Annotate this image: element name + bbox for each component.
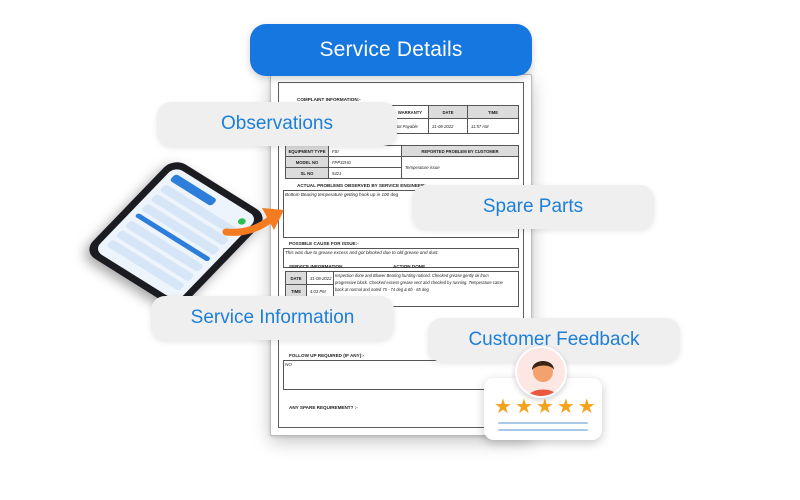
service-details-title: Service Details <box>250 24 532 76</box>
star-icon: ★ <box>514 394 533 418</box>
time-header: TIME <box>467 105 519 119</box>
service-information-pill: Service Information <box>151 296 394 340</box>
time-value: 11:57 AM <box>467 118 519 134</box>
customer-avatar-icon <box>515 346 567 398</box>
possible-cause-label: POSSIBLE CAUSE FOR ISSUE:- <box>289 241 359 246</box>
action-done-line-2: progressive block. Checked excess grease… <box>335 280 503 285</box>
action-done-line-3: back at normal and noted 75 - 74 deg & 8… <box>335 287 429 292</box>
star-icon: ★ <box>577 394 596 418</box>
feedback-line <box>498 429 588 431</box>
action-done-box <box>333 271 519 307</box>
date-value: 31-08-2022 <box>428 118 468 134</box>
star-icon: ★ <box>556 394 575 418</box>
star-rating: ★ ★ ★ ★ ★ <box>494 396 596 416</box>
date-header: DATE <box>428 105 468 119</box>
follow-up-value: NO <box>285 362 292 367</box>
service-date-value: 31-08-2022 <box>306 271 334 285</box>
possible-cause-value: This was due to grease excess and got bl… <box>285 250 439 255</box>
follow-up-label: FOLLOW UP REQUIRED (IF ANY):- <box>289 353 365 358</box>
service-information-label: SERVICE INFORMATION <box>289 264 343 269</box>
possible-cause-box <box>283 248 519 268</box>
action-done-label: ACTION DONE <box>393 264 426 269</box>
document-border <box>278 82 524 428</box>
star-icon: ★ <box>535 394 554 418</box>
observations-pill: Observations <box>157 102 397 146</box>
sl-no-value: 5421 <box>328 167 402 179</box>
spare-requirement-label: ANY SPARE REQUIREMENT? :- <box>289 405 358 410</box>
reported-problem-value: Temperature issue <box>401 156 519 179</box>
complaint-information-label: COMPLAINT INFORMATION:- <box>297 97 361 102</box>
star-icon: ★ <box>494 394 512 418</box>
feedback-line <box>498 422 588 424</box>
service-date-label: DATE <box>285 271 307 285</box>
orange-arrow-icon <box>222 208 284 236</box>
action-done-line-1: Inspection done and Blower Bearing hunti… <box>335 273 489 278</box>
actual-problems-label: ACTUAL PROBLEMS OBSERVED BY SERVICE ENGI… <box>297 183 428 188</box>
actual-problems-value: Bottom Bearing temperature getting hook … <box>285 192 399 197</box>
sl-no-label: SL NO <box>285 167 329 179</box>
spare-parts-pill: Spare Parts <box>412 185 654 229</box>
